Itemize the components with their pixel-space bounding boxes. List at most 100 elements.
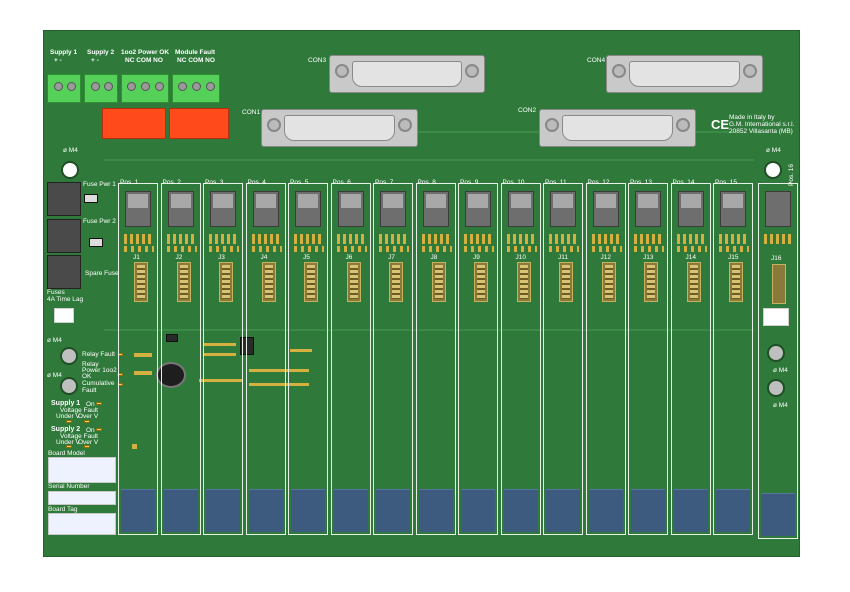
slot-pos-label: Pos. 3 — [205, 179, 223, 186]
slot-module-foot — [761, 493, 795, 536]
slot-fuse — [593, 191, 619, 227]
slot-pos8[interactable]: Pos. 8J8 — [416, 183, 456, 535]
slot-j-label: J13 — [643, 254, 653, 261]
slot-j-label: J1 — [133, 254, 140, 261]
smd-pads — [464, 246, 494, 252]
smd-pads — [592, 246, 622, 252]
slot-pos-label: Pos. 13 — [630, 179, 652, 186]
smd-pads — [337, 246, 367, 252]
mount-hole-icon — [767, 344, 785, 362]
slot-connector — [729, 262, 743, 302]
slot-fuse — [168, 191, 194, 227]
slot-fuse — [635, 191, 661, 227]
slot-module-foot — [674, 489, 708, 532]
slot-module-foot — [121, 489, 155, 532]
slot-connector — [347, 262, 361, 302]
slot-j-label: J12 — [601, 254, 611, 261]
slot-j-label: J6 — [346, 254, 353, 261]
slot-connector — [262, 262, 276, 302]
smd-pads — [592, 234, 622, 244]
smd-pads — [549, 246, 579, 252]
slot-module-foot — [546, 489, 580, 532]
slot-pos1[interactable]: Pos. 1J1 — [118, 183, 158, 535]
slot-pos10[interactable]: Pos. 10J10 — [501, 183, 541, 535]
slot-fuse — [720, 191, 746, 227]
smd-pads — [252, 246, 282, 252]
slot-connector — [432, 262, 446, 302]
slot-j-label: J4 — [261, 254, 268, 261]
slot-module-foot — [164, 489, 198, 532]
slot-pos-label: Pos. 5 — [290, 179, 308, 186]
slot-j-label: J16 — [771, 255, 781, 262]
slot-connector — [772, 264, 786, 304]
smd-pads — [379, 234, 409, 244]
smd-pads — [634, 234, 664, 244]
slot-pos4[interactable]: Pos. 4J4 — [246, 183, 286, 535]
smd-pads — [719, 246, 749, 252]
slot-j-label: J8 — [431, 254, 438, 261]
slot-pos-label: Pos. 7 — [375, 179, 393, 186]
slot-pos-label: Pos. 11 — [545, 179, 567, 186]
module-slots: Pos. 1J1Pos. 2J2Pos. 3J3Pos. 4J4Pos. 5J5… — [44, 31, 801, 558]
slot-fuse — [678, 191, 704, 227]
mount-hole-icon — [767, 379, 785, 397]
slot-pos-label: Pos. 10 — [503, 179, 525, 186]
slot-fuse — [295, 191, 321, 227]
slot-pos15[interactable]: Pos. 15J15 — [713, 183, 753, 535]
smd-pads — [549, 234, 579, 244]
mount-hole-label: ø M4 — [773, 367, 788, 374]
smd-pads — [337, 234, 367, 244]
slot-j-label: J14 — [686, 254, 696, 261]
slot-connector — [134, 262, 148, 302]
smd-pads — [422, 234, 452, 244]
slot-connector — [304, 262, 318, 302]
slot-connector — [687, 262, 701, 302]
smd-pads — [167, 246, 197, 252]
slot-connector — [177, 262, 191, 302]
slot-pos-label: Pos. 16 — [788, 164, 795, 186]
slot-j-label: J7 — [388, 254, 395, 261]
slot-pos16[interactable]: J16 ø M4 ø M4 — [758, 183, 798, 539]
smd-pads — [167, 234, 197, 244]
smd-pads — [124, 246, 154, 252]
mount-hole-label: ø M4 — [773, 402, 788, 409]
slot-module-foot — [334, 489, 368, 532]
slot-j-label: J3 — [218, 254, 225, 261]
slot-pos5[interactable]: Pos. 5J5 — [288, 183, 328, 535]
smd-pads — [379, 246, 409, 252]
slot-j-label: J10 — [516, 254, 526, 261]
smd-pads — [507, 234, 537, 244]
slot-pos14[interactable]: Pos. 14J14 — [671, 183, 711, 535]
slot-pos6[interactable]: Pos. 6J6 — [331, 183, 371, 535]
slot-pos9[interactable]: Pos. 9J9 — [458, 183, 498, 535]
slot-connector — [219, 262, 233, 302]
smd-pads — [719, 234, 749, 244]
slot-connector — [644, 262, 658, 302]
slot-module-foot — [504, 489, 538, 532]
smd-pads — [677, 234, 707, 244]
slot-pos-label: Pos. 9 — [460, 179, 478, 186]
slot-pos11[interactable]: Pos. 11J11 — [543, 183, 583, 535]
slot-fuse — [210, 191, 236, 227]
slot-fuse — [253, 191, 279, 227]
slot-module-foot — [206, 489, 240, 532]
slot-j-label: J15 — [728, 254, 738, 261]
slot-pos12[interactable]: Pos. 12J12 — [586, 183, 626, 535]
slot-connector — [517, 262, 531, 302]
slot-fuse — [465, 191, 491, 227]
slot-fuse — [765, 191, 791, 227]
slot-pos-label: Pos. 15 — [715, 179, 737, 186]
slot-pos-label: Pos. 1 — [120, 179, 138, 186]
slot-connector — [602, 262, 616, 302]
smd-pads — [294, 234, 324, 244]
slot-pos-label: Pos. 12 — [588, 179, 610, 186]
slot-pos13[interactable]: Pos. 13J13 — [628, 183, 668, 535]
slot-pos2[interactable]: Pos. 2J2 — [161, 183, 201, 535]
slot-j-label: J9 — [473, 254, 480, 261]
slot-pos7[interactable]: Pos. 7J7 — [373, 183, 413, 535]
slot-fuse — [423, 191, 449, 227]
slot-j-label: J2 — [176, 254, 183, 261]
smd-pads — [634, 246, 664, 252]
slot-pos3[interactable]: Pos. 3J3 — [203, 183, 243, 535]
slot-module-foot — [376, 489, 410, 532]
